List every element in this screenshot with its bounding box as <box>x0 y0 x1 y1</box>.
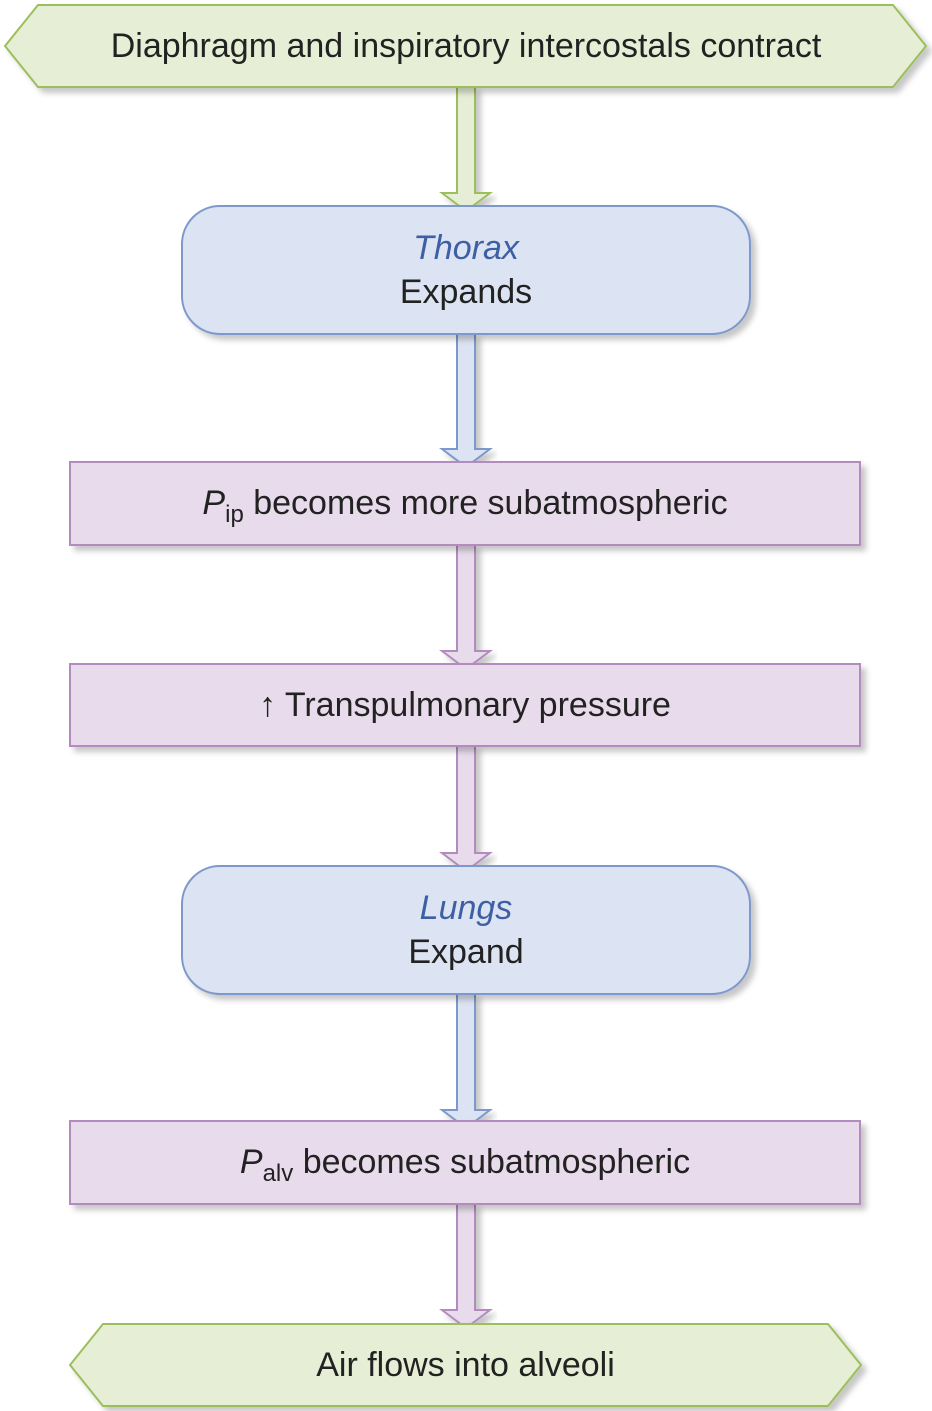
arrow-start-to-thorax <box>439 86 493 213</box>
arrow-palv-to-end <box>439 1203 493 1330</box>
lungs-node <box>181 865 751 995</box>
transpulmonary-node <box>69 663 861 747</box>
arrow-thorax-to-pip <box>439 333 493 469</box>
palv-node <box>69 1120 861 1205</box>
arrow-pip-to-transpulmonary <box>439 544 493 671</box>
end-node <box>68 1323 863 1407</box>
arrow-transpulmonary-to-lungs <box>439 745 493 873</box>
arrow-lungs-to-palv <box>439 993 493 1130</box>
pip-node <box>69 461 861 546</box>
thorax-node <box>181 205 751 335</box>
start-node <box>3 4 928 88</box>
